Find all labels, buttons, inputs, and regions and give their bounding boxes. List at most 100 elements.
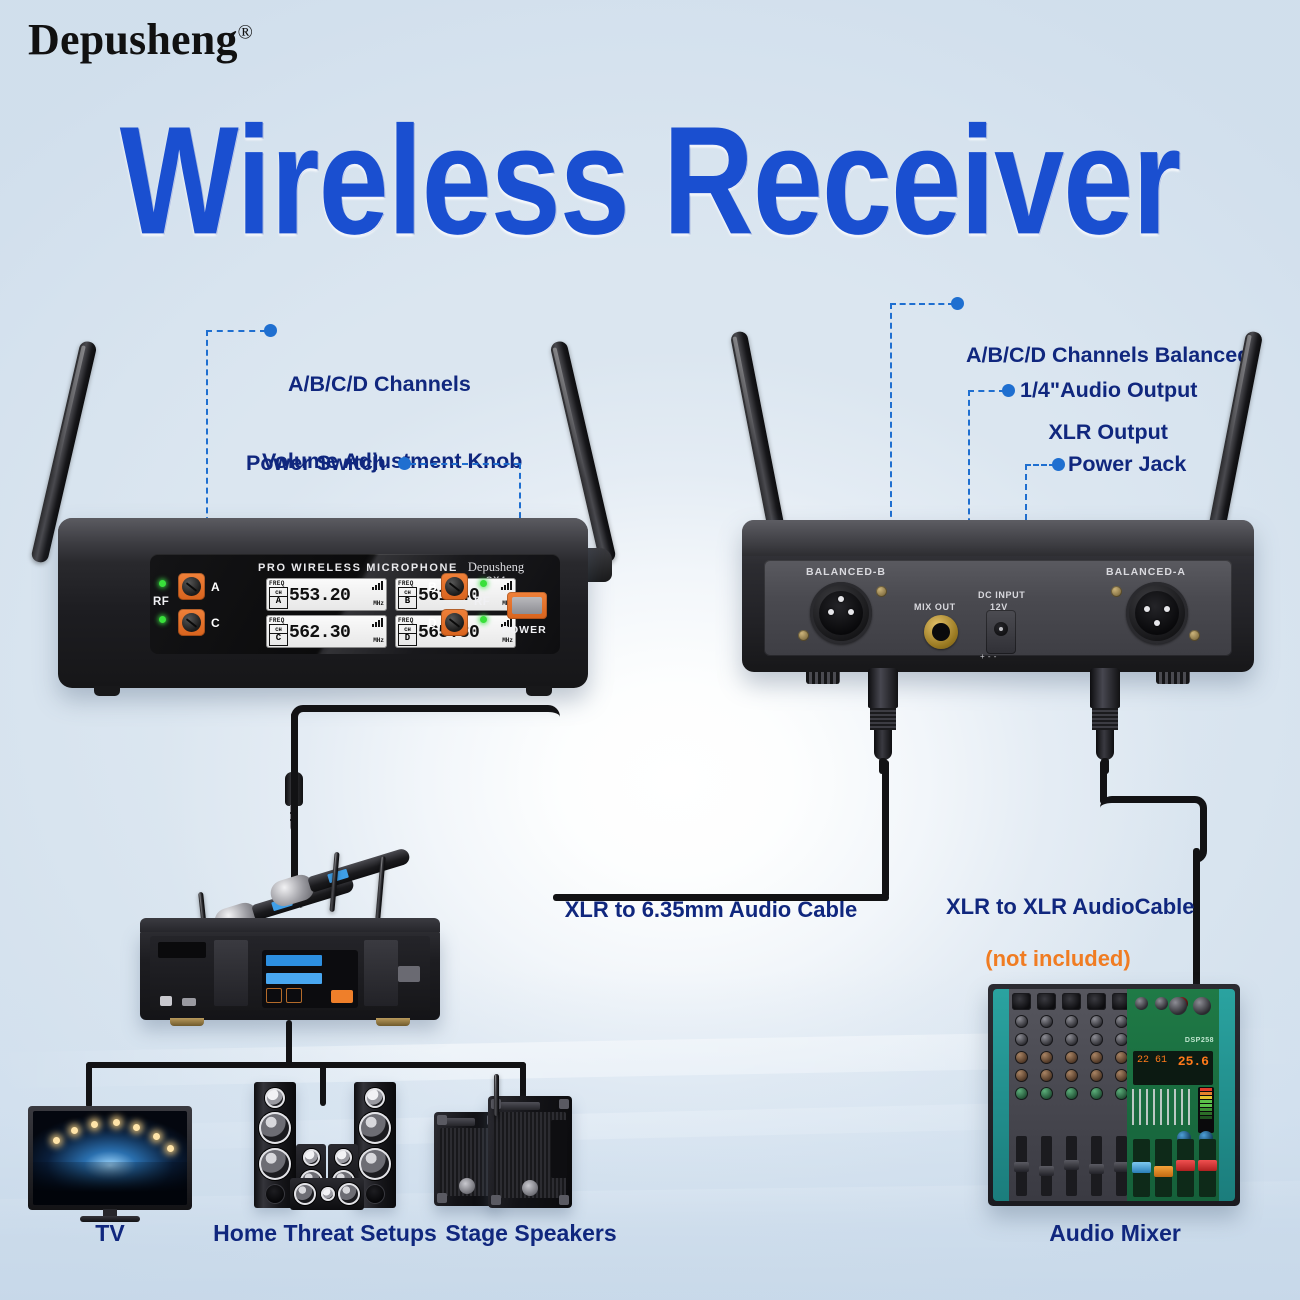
receiver-foot (526, 686, 552, 696)
receiver-chassis-rear: BALANCED-B MIX OUT DC INPUT 12V + - - BA… (742, 520, 1254, 684)
brand-logo: Depusheng® (28, 14, 253, 65)
mixer-master-fader[interactable] (1132, 1139, 1151, 1197)
panel-screw (876, 586, 887, 597)
power-button[interactable] (507, 592, 547, 619)
device-label-tv: TV (95, 1220, 125, 1246)
rf-led-d (480, 616, 487, 623)
xlr-connector-a[interactable] (1126, 582, 1188, 644)
leader-line-xlr-output (890, 303, 892, 606)
volume-knob-d[interactable] (441, 609, 468, 636)
signal-bars (372, 581, 383, 590)
tv-screen (33, 1111, 187, 1205)
mixer-main-fader-l[interactable] (1176, 1139, 1195, 1197)
mixer-channel-strip[interactable] (1009, 989, 1035, 1201)
mixer-eq-graph (1132, 1089, 1194, 1125)
channel-letter-d: D (428, 616, 437, 630)
freq-unit: MHz (373, 600, 384, 607)
xlr-cable-label: XLR to XLR AudioCable (not included) (918, 868, 1198, 1024)
xlr-connector-b[interactable] (810, 582, 872, 644)
distribution-bus (86, 1062, 526, 1068)
vent-grill (1156, 672, 1190, 684)
callout-dot-power-jack (1052, 458, 1065, 471)
amplifier-face (150, 936, 430, 1010)
not-included-note: (not included) (985, 946, 1131, 971)
dc-input-voltage: 12V (990, 602, 1008, 612)
leader-line-volume-knob (206, 330, 266, 332)
mixer-level-meter (1198, 1087, 1214, 1133)
signal-bars (501, 581, 512, 590)
panel-screw (1111, 586, 1122, 597)
callout-label-power-switch: Power Switch (246, 451, 386, 475)
device-label-home-theater: Home Threat Setups (213, 1220, 437, 1246)
mixer-model-label: DSP258 (1184, 1037, 1214, 1044)
device-label-audio-mixer: Audio Mixer (1049, 1220, 1181, 1246)
mixer-side-panel-right (1219, 989, 1235, 1201)
power-label: POWER (502, 624, 547, 636)
panel-screw (1189, 630, 1200, 641)
tv-device[interactable] (28, 1106, 192, 1222)
trs-cable-riser (882, 760, 889, 898)
panel-brand: Depusheng (467, 560, 525, 574)
polarity-label: + - - (980, 652, 997, 661)
sd-port[interactable] (182, 998, 196, 1006)
amplifier-top (140, 918, 440, 932)
amp-output-cable (286, 1020, 292, 1066)
callout-dot-volume-knob (264, 324, 277, 337)
amp-button[interactable] (398, 966, 420, 982)
leader-line-xlr-output (890, 303, 954, 305)
freq-label: FREQ (269, 616, 285, 624)
mixer-main-fader-r[interactable] (1198, 1139, 1217, 1197)
tower-speaker-left (254, 1082, 296, 1208)
amplifier-chassis (140, 918, 440, 1026)
callout-label-xlr-output: A/B/C/D Channels Balanced XLR Output (966, 342, 1251, 444)
mixer-display-value: 25.6 (1177, 1054, 1209, 1069)
mixer-channel-strip[interactable] (1034, 989, 1060, 1201)
mixer-effects-fader[interactable] (1154, 1139, 1173, 1197)
freq-unit: MHz (373, 637, 384, 644)
mixer-channel-strip[interactable] (1084, 989, 1110, 1201)
freq-unit: MHz (502, 637, 513, 644)
trs-cable-horizontal (553, 894, 889, 901)
receiver-foot (94, 686, 120, 696)
device-label-stage-speakers: Stage Speakers (445, 1220, 617, 1246)
channel-letter-b: B (428, 580, 437, 594)
mixer-led-display: 22 61 25.6 (1133, 1051, 1213, 1085)
rf-label-right: RF (474, 596, 491, 608)
mixer-channel-strip[interactable] (1059, 989, 1085, 1201)
mixer-face: DSP258 22 61 25.6 (1009, 989, 1219, 1201)
audio-mixer-device[interactable]: DSP258 22 61 25.6 (988, 984, 1240, 1206)
quarter-inch-jack[interactable] (924, 615, 958, 649)
panel-title: PRO WIRELESS MICROPHONE (258, 562, 458, 574)
freq-label: FREQ (398, 616, 414, 624)
mixer-dsp-section[interactable]: DSP258 22 61 25.6 (1127, 989, 1219, 1201)
volume-knob-c[interactable] (178, 609, 205, 636)
balanced-a-label: BALANCED-A (1106, 566, 1186, 578)
xlr-cable-drop (1193, 848, 1200, 994)
receiver-chassis-front: PRO WIRELESS MICROPHONE Depusheng CX4 RF… (58, 518, 588, 696)
amp-slot (158, 942, 206, 958)
mixer-display-small: 22 61 (1137, 1055, 1168, 1066)
panel-screw (798, 630, 809, 641)
receiver-rear-plate: BALANCED-B MIX OUT DC INPUT 12V + - - BA… (764, 560, 1232, 661)
callout-dot-power-switch (398, 457, 411, 470)
volume-knob-b[interactable] (441, 573, 468, 600)
callout-label-power-jack: Power Jack (1068, 452, 1187, 476)
volume-knob-a[interactable] (178, 573, 205, 600)
channel-letter-c: C (211, 616, 220, 630)
receiver-front-panel: PRO WIRELESS MICROPHONE Depusheng CX4 RF… (150, 554, 560, 654)
mixer-side-panel-left (993, 989, 1009, 1201)
rf-led-a (159, 580, 166, 587)
amplifier-display (262, 950, 358, 1008)
leader-line-audio-output (968, 390, 970, 623)
amp-foot (170, 1018, 204, 1026)
callout-dot-audio-output (1002, 384, 1015, 397)
power-jack-connector[interactable] (986, 610, 1016, 654)
freq-value-c: 562.30 (289, 623, 351, 643)
tv-crowd-silhouette (33, 1161, 187, 1205)
usb-port[interactable] (160, 996, 172, 1006)
xlr-cable-vertical (1100, 760, 1107, 804)
